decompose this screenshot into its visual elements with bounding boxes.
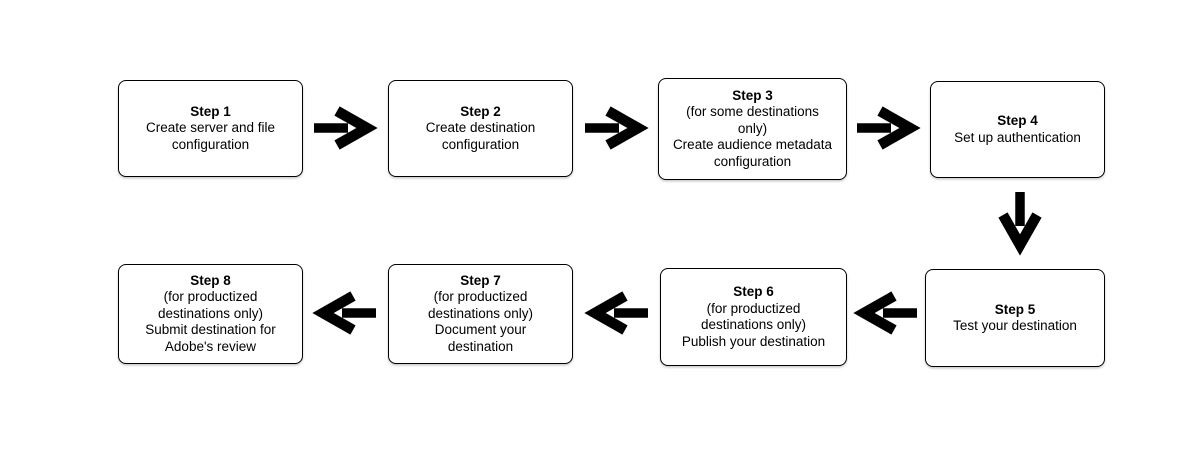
step-box-4: Step 4 Set up authentication: [930, 81, 1105, 178]
arrow-left-icon: [584, 291, 650, 335]
step-body: (for some destinations only) Create audi…: [672, 104, 833, 169]
step-title: Step 3: [732, 87, 773, 103]
step-title: Step 6: [733, 284, 774, 299]
step-box-7: Step 7 (for productized destinations onl…: [388, 264, 573, 364]
step-title: Step 5: [994, 301, 1036, 317]
step-title: Step 2: [460, 103, 501, 119]
arrow-left-icon: [312, 291, 378, 335]
arrow-down-icon: [998, 190, 1042, 256]
arrow-right-icon: [583, 106, 649, 150]
step-box-2: Step 2 Create destination configuration: [388, 80, 573, 177]
step-box-3: Step 3 (for some destinations only) Crea…: [658, 78, 847, 180]
step-box-5: Step 5 Test your destination: [925, 269, 1105, 367]
step-title: Step 8: [190, 272, 231, 288]
step-box-6: Step 6 (for productized destinations onl…: [660, 268, 847, 366]
step-title: Step 4: [997, 113, 1038, 128]
step-box-8: Step 8 (for productized destinations onl…: [118, 264, 303, 364]
arrow-right-icon: [855, 106, 921, 150]
step-body: Create server and file configuration: [145, 120, 276, 152]
step-body: (for productized destinations only) Docu…: [427, 289, 534, 354]
step-title: Step 1: [190, 103, 231, 119]
step-body: Create destination configuration: [425, 120, 536, 152]
step-body: Test your destination: [953, 318, 1077, 333]
step-body: (for productized destinations only) Subm…: [145, 289, 276, 354]
step-body: Set up authentication: [954, 129, 1081, 145]
step-box-1: Step 1 Create server and file configurat…: [118, 80, 303, 177]
step-body: (for productized destinations only) Publ…: [681, 300, 826, 349]
arrow-left-icon: [853, 291, 919, 335]
arrow-right-icon: [312, 106, 378, 150]
step-title: Step 7: [460, 272, 501, 288]
